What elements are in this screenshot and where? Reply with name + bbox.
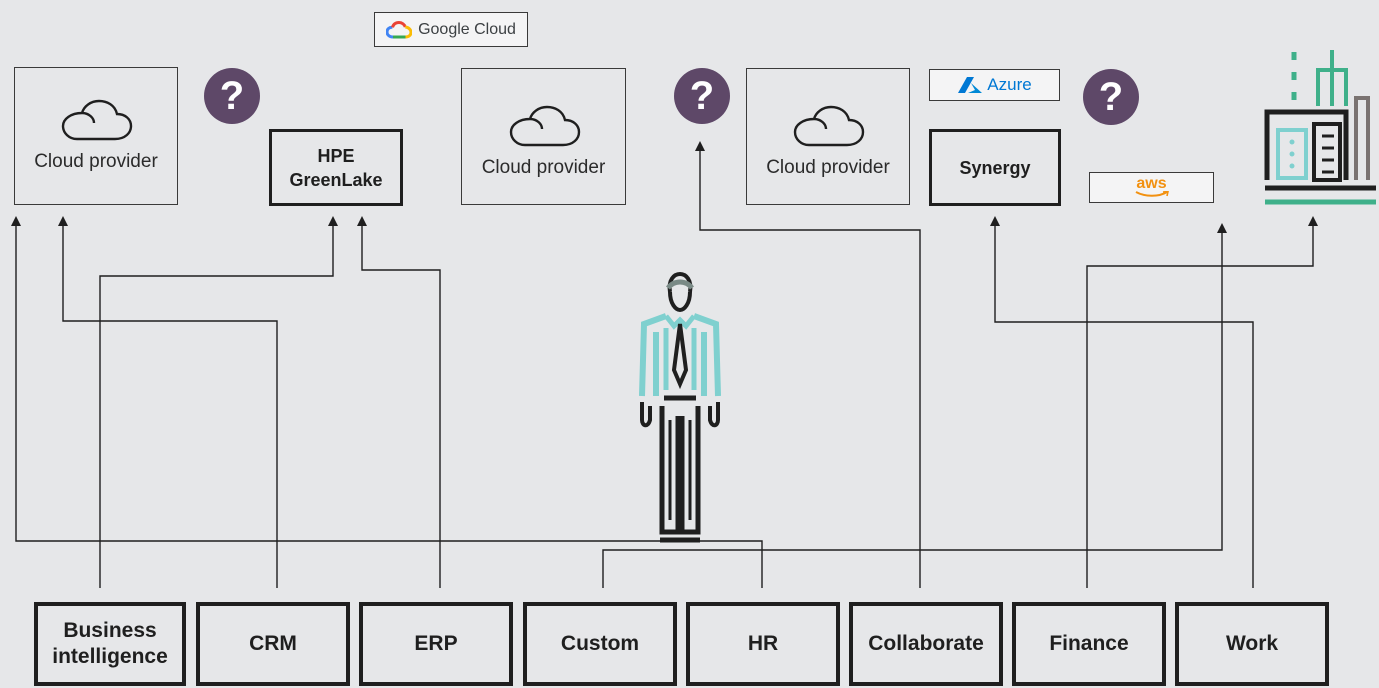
- question-badge-2: ?: [674, 68, 730, 124]
- app-finance: Finance: [1012, 602, 1166, 686]
- aws-logo-box: aws: [1089, 172, 1214, 203]
- aws-label: aws: [1136, 175, 1167, 192]
- on-premises-building-icon: [1264, 50, 1376, 205]
- question-badge-3: ?: [1083, 69, 1139, 125]
- azure-icon: [958, 77, 983, 93]
- synergy-label: Synergy: [959, 157, 1031, 178]
- azure-logo-box: Azure: [929, 69, 1060, 101]
- google-cloud-icon: [386, 20, 413, 38]
- app-label: Custom: [560, 632, 640, 655]
- app-label: HR: [747, 632, 779, 655]
- app-label: Collaborate: [868, 632, 984, 655]
- cloud-provider-label: Cloud provider: [481, 156, 606, 178]
- google-cloud-label: Google Cloud: [418, 20, 516, 38]
- app-hr: HR: [686, 602, 840, 686]
- cloud-provider-box-3: Cloud provider: [746, 68, 910, 205]
- azure-label: Azure: [987, 75, 1032, 94]
- app-erp: ERP: [359, 602, 513, 686]
- connector-custom-aws: [602, 223, 1227, 588]
- synergy-box: Synergy: [929, 129, 1061, 206]
- connector-erp-greenlake: [357, 216, 441, 588]
- cloud-provider-label: Cloud provider: [34, 151, 158, 172]
- cloud-provider-box-2: Cloud provider: [461, 68, 626, 205]
- cloud-provider-box-1: Cloud provider: [14, 67, 178, 205]
- connector-crm-provider1: [58, 216, 278, 588]
- aws-smile-icon: [1135, 191, 1169, 197]
- cloud-icon: [793, 105, 865, 146]
- greenlake-label-line2: GreenLake: [289, 169, 383, 190]
- app-label: Finance: [1049, 632, 1129, 655]
- cloud-icon: [509, 105, 580, 146]
- app-custom: Custom: [523, 602, 677, 686]
- app-label: ERP: [414, 632, 458, 655]
- connector-work-synergy: [990, 216, 1254, 588]
- greenlake-label-line1: HPE: [317, 145, 355, 166]
- connector-hr-provider1: [11, 216, 763, 588]
- app-label-line2: intelligence: [52, 645, 168, 668]
- connector-bi-greenlake: [99, 216, 338, 588]
- connector-collaborate-provider: [695, 141, 921, 588]
- google-cloud-logo-box: Google Cloud: [374, 12, 528, 47]
- app-collaborate: Collaborate: [849, 602, 1003, 686]
- person-figure-icon: [639, 271, 721, 543]
- app-label: CRM: [249, 632, 297, 655]
- app-crm: CRM: [196, 602, 350, 686]
- app-label-line1: Business: [63, 619, 157, 642]
- app-work: Work: [1175, 602, 1329, 686]
- app-business-intelligence: Business intelligence: [34, 602, 186, 686]
- connector-finance-onprem: [1086, 216, 1318, 588]
- cloud-provider-label: Cloud provider: [766, 156, 890, 178]
- app-label: Work: [1225, 632, 1279, 655]
- hpe-greenlake-box: HPE GreenLake: [269, 129, 403, 206]
- question-badge-1: ?: [204, 68, 260, 124]
- cloud-icon: [61, 99, 133, 141]
